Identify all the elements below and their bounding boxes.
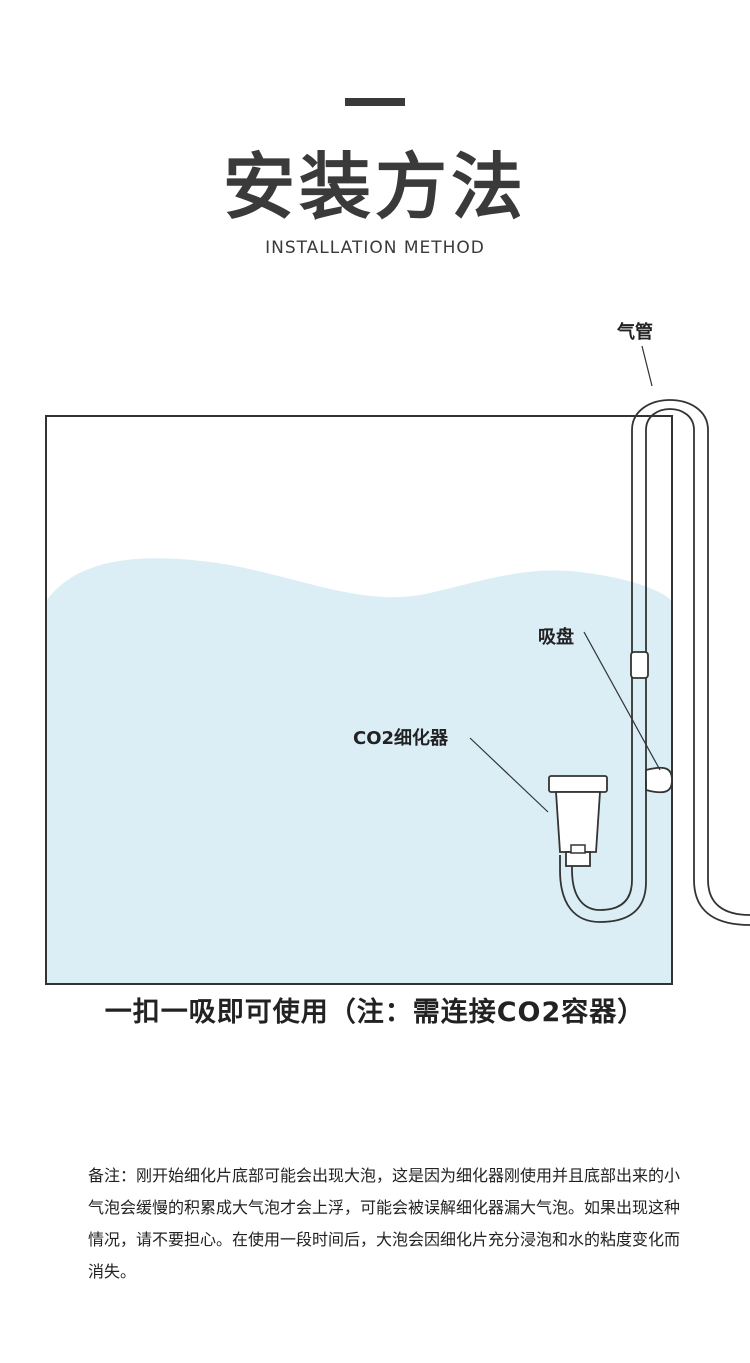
- air-tube-leader: [641, 345, 653, 387]
- co2-diffuser: [548, 775, 608, 867]
- installation-diagram: 气管 吸盘 CO2细化器: [45, 321, 750, 985]
- suction-cup-label: 吸盘: [538, 626, 574, 648]
- air-tube-label: 气管: [616, 321, 653, 343]
- water-area: [47, 558, 671, 983]
- diffuser-tube: [559, 780, 647, 923]
- diffuser-leader: [469, 737, 549, 813]
- suction-cup: [630, 651, 673, 794]
- usage-caption: 一扣一吸即可使用（注：需连接CO2容器）: [104, 997, 646, 1028]
- page-subtitle: INSTALLATION METHOD: [265, 238, 485, 258]
- remark-note: 备注：刚开始细化片底部可能会出现大泡，这是因为细化器刚使用并且底部出来的小气泡会…: [88, 1166, 681, 1281]
- page-title: 安装方法: [222, 145, 527, 229]
- diffuser-label: CO2细化器: [353, 727, 449, 749]
- title-dash: [345, 98, 405, 106]
- air-tube: [631, 399, 750, 926]
- suction-cup-leader: [583, 631, 661, 771]
- aquarium-tank: [45, 415, 673, 985]
